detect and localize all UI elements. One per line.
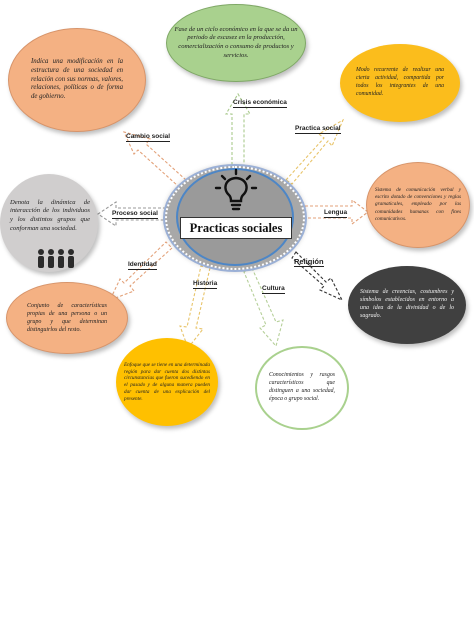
- node-cambio-social: Indica una modificación en la estructura…: [8, 28, 146, 132]
- arrow-identidad: [108, 241, 173, 301]
- arrow-cultura: [243, 267, 284, 348]
- arrow-practica: [285, 118, 345, 185]
- central-title: Practicas sociales: [180, 217, 292, 239]
- node-identidad: Conjunto de características propias de u…: [6, 282, 128, 354]
- node-crisis-economica: Fase de un ciclo económico en la que se …: [166, 4, 306, 82]
- lightbulb-icon: [214, 168, 258, 211]
- node-crisis-text: Fase de un ciclo económico en la que se …: [174, 25, 298, 59]
- label-historia: Historia: [193, 280, 218, 289]
- people-group-icon: [38, 249, 74, 268]
- node-cultura-text: Conocimientos y rasgos característicos q…: [269, 372, 335, 402]
- node-historia-text: Enfoque que se tiene en una determinada …: [124, 361, 210, 402]
- node-cultura: Conocimientos y rasgos característicos q…: [255, 346, 349, 430]
- node-lengua: Sistema de comunicación verbal y escrito…: [366, 162, 470, 248]
- label-religion: Religión: [294, 257, 324, 267]
- node-proceso-social: Denota la dinámica de interacción de los…: [0, 174, 98, 272]
- node-historia: Enfoque que se tiene en una determinada …: [116, 338, 218, 426]
- arrow-crisis: [225, 92, 251, 171]
- label-cambio-social: Cambio social: [126, 133, 171, 142]
- label-practica-social: Practica social: [295, 125, 341, 134]
- arrow-lengua: [304, 198, 369, 226]
- node-cambio-text: Indica una modificación en la estructura…: [31, 57, 123, 101]
- node-lengua-text: Sistema de comunicación verbal y escrito…: [375, 187, 461, 222]
- label-cultura: Cultura: [262, 285, 285, 294]
- label-proceso-social: Proceso social: [112, 210, 158, 219]
- node-identidad-text: Conjunto de características propias de u…: [27, 302, 107, 334]
- node-practica-text: Modo recurrente de realizar una cierta a…: [356, 67, 444, 97]
- label-lengua: Lengua: [324, 209, 348, 218]
- label-crisis-economica: Crisis económica: [233, 99, 287, 108]
- label-identidad: Identidad: [128, 261, 157, 270]
- arrow-historia: [179, 265, 211, 350]
- arrow-religion: [291, 251, 344, 302]
- node-practica-social: Modo recurrente de realizar una cierta a…: [340, 44, 460, 122]
- node-proceso-text: Denota la dinámica de interacción de los…: [10, 198, 90, 232]
- arrow-cambio: [123, 131, 187, 187]
- arrow-proceso: [97, 200, 167, 228]
- node-religion-text: Sistema de creencias, costumbres y símbo…: [360, 289, 454, 319]
- node-religion: Sistema de creencias, costumbres y símbo…: [348, 266, 466, 344]
